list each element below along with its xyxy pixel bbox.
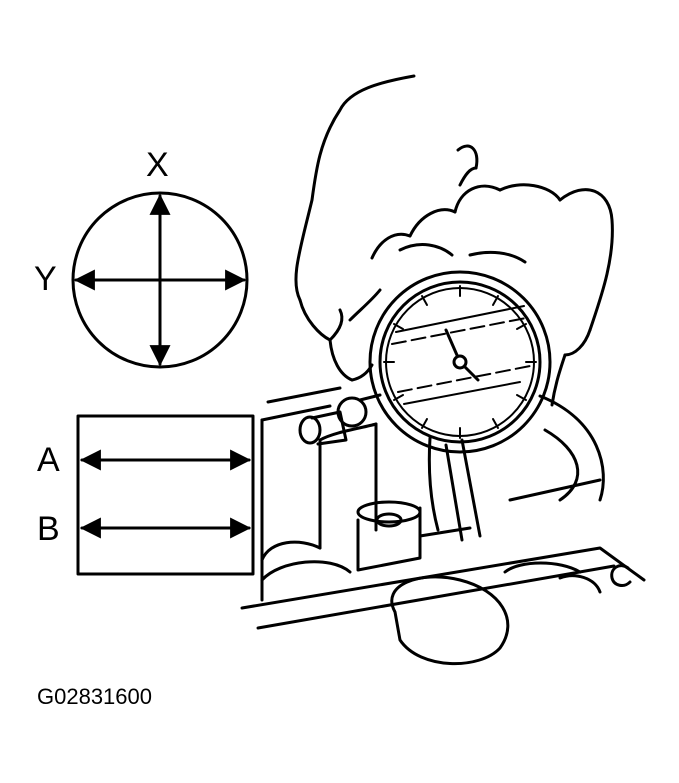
bore-circle-diagram: [71, 191, 249, 369]
bore-side-diagram: [76, 414, 255, 576]
hand: [294, 74, 614, 407]
gauge-plunger: [298, 393, 382, 446]
axis-y-label: Y: [34, 260, 57, 298]
dial-indicator: [368, 270, 552, 454]
figure-code-label: G02831600: [37, 684, 152, 709]
bore-circle: [71, 191, 249, 369]
part-mark: [610, 564, 632, 587]
cylinder-head: [240, 386, 646, 665]
bore-side-rect: [76, 414, 255, 576]
line-b-label: B: [37, 510, 60, 548]
axis-x-label: X: [146, 146, 169, 184]
line-a-label: A: [37, 441, 60, 479]
